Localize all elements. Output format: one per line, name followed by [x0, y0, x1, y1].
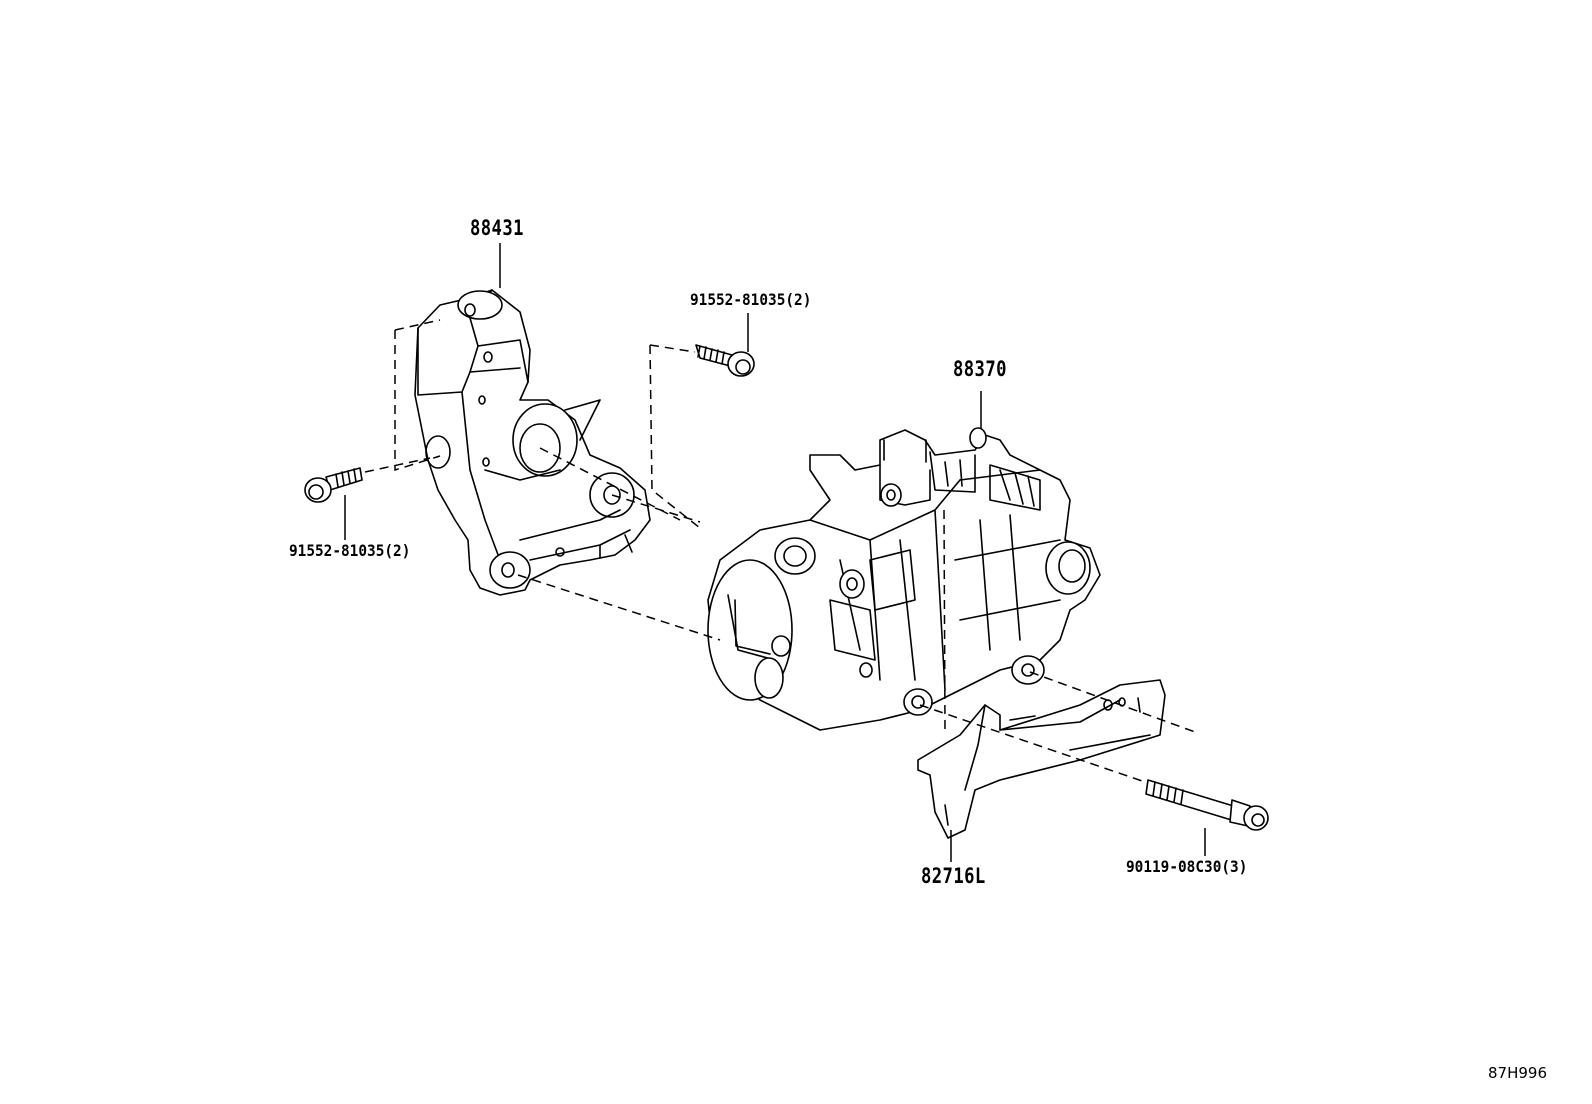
- leader-lines: [344, 243, 1206, 862]
- bracket-88431-drawing: [414, 289, 651, 596]
- part-label-82716L: 82716L: [921, 864, 986, 888]
- bolt-upper-drawing: [695, 344, 755, 377]
- diagram-code: 87H996: [1488, 1064, 1547, 1082]
- part-label-bolt-upper: 91552-81035(2): [690, 290, 812, 309]
- bolt-long-drawing: [1145, 779, 1269, 831]
- assembly-lines: [364, 319, 1196, 784]
- part-label-bolt-left: 91552-81035(2): [289, 541, 411, 560]
- bolt-left-drawing: [304, 467, 363, 503]
- part-label-bolt-long: 90119-08C30(3): [1126, 857, 1248, 876]
- part-label-88431: 88431: [470, 216, 524, 240]
- part-label-88370: 88370: [953, 357, 1007, 381]
- bracket-82716L-drawing: [917, 679, 1166, 839]
- compressor-88370-drawing: [707, 427, 1101, 731]
